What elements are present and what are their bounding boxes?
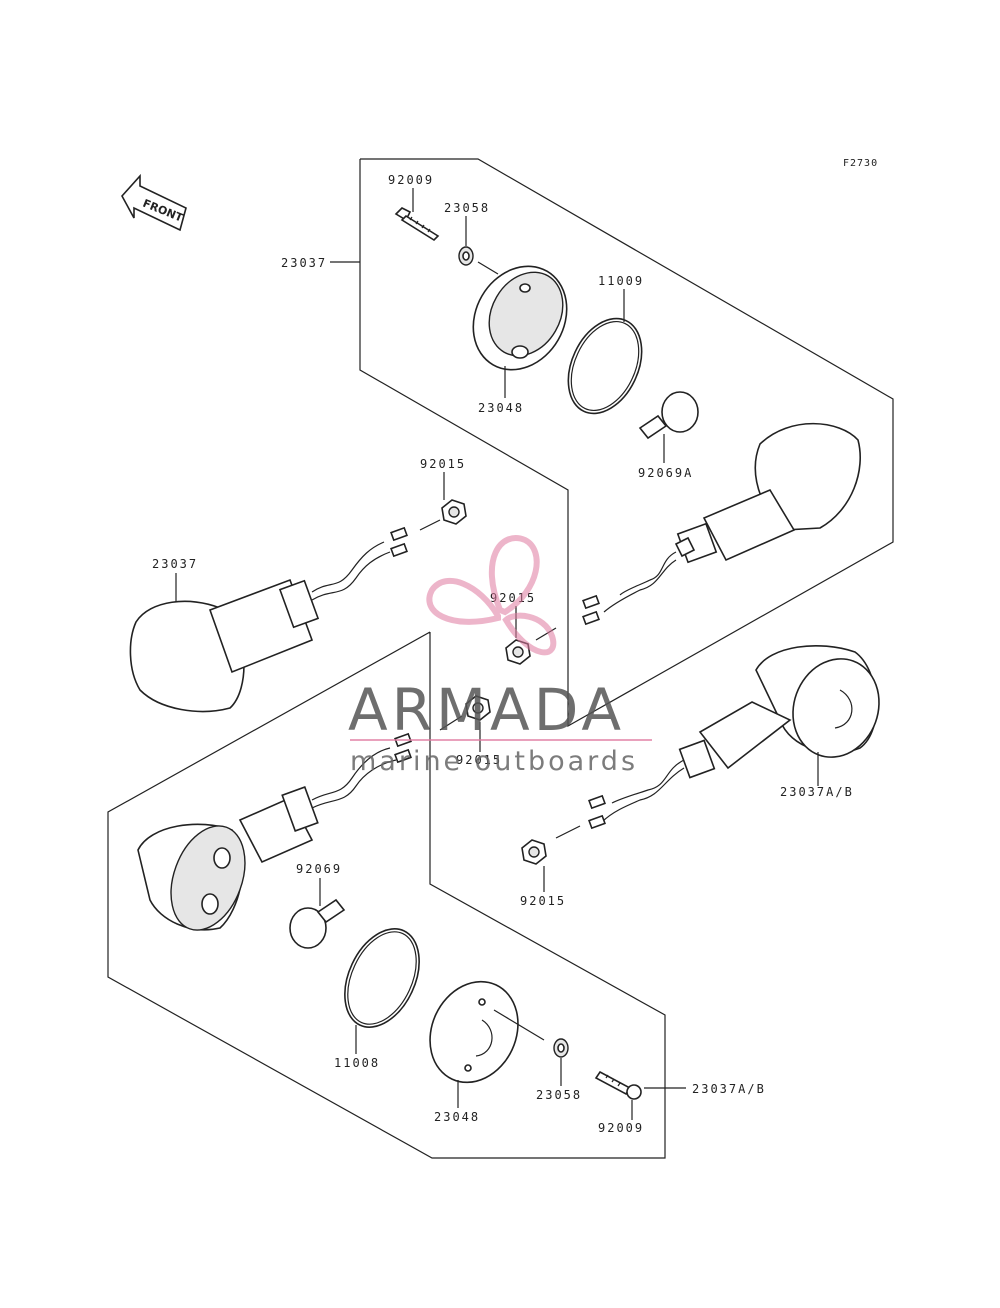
label-92015-lower-right: 92015 — [520, 894, 566, 908]
watermark-tagline: marine outboards — [350, 746, 638, 777]
watermark-brand: ARMADA — [348, 676, 625, 744]
label-92069A: 92069A — [638, 466, 693, 480]
label-23048-top: 23048 — [478, 401, 524, 415]
lens-23048-bottom — [429, 980, 519, 1084]
label-23048-bottom: 23048 — [434, 1110, 480, 1124]
gasket-11008 — [344, 928, 420, 1028]
screw-92009-bottom — [594, 1070, 642, 1100]
nut-92015-lower-right — [521, 839, 547, 865]
label-92009-bottom: 92009 — [598, 1121, 644, 1135]
label-23037AB-bottom: 23037A/B — [692, 1082, 766, 1096]
label-23037AB-right: 23037A/B — [780, 785, 854, 799]
gasket-11009 — [567, 317, 643, 415]
screw-92009-top — [394, 207, 440, 242]
upper-assembly-outline — [359, 158, 894, 728]
nut-92015-lower-center — [465, 695, 491, 721]
label-11009: 11009 — [598, 274, 644, 288]
front-arrow-icon: FRONT — [121, 173, 187, 232]
label-92015-upper-left: 92015 — [420, 457, 466, 471]
nut-92015-upper-left — [441, 499, 467, 525]
bulb-92069A — [638, 391, 699, 440]
turn-signal-right — [588, 644, 880, 830]
lens-housing-23048-top — [472, 265, 568, 371]
washer-23058-bottom — [553, 1038, 569, 1058]
label-92009-top: 92009 — [388, 173, 434, 187]
label-23058-bottom: 23058 — [536, 1088, 582, 1102]
label-23037-top: 23037 — [281, 256, 327, 270]
bulb-92069 — [289, 898, 346, 949]
armada-watermark: ARMADA marine outboards — [348, 535, 652, 777]
turn-signal-left — [129, 526, 408, 713]
label-23037-left: 23037 — [152, 557, 198, 571]
propeller-logo-icon — [426, 535, 557, 656]
label-92015-lower-center: 92015 — [456, 753, 502, 767]
washer-23058-top — [458, 246, 474, 266]
label-11008: 11008 — [334, 1056, 380, 1070]
label-92069: 92069 — [296, 862, 342, 876]
label-23058-top: 23058 — [444, 201, 490, 215]
figure-ref: F2730 — [843, 158, 878, 169]
lower-assembly-outline — [107, 631, 666, 1159]
turn-signal-upper-right — [582, 422, 862, 626]
turn-signal-lower-left — [137, 732, 412, 931]
